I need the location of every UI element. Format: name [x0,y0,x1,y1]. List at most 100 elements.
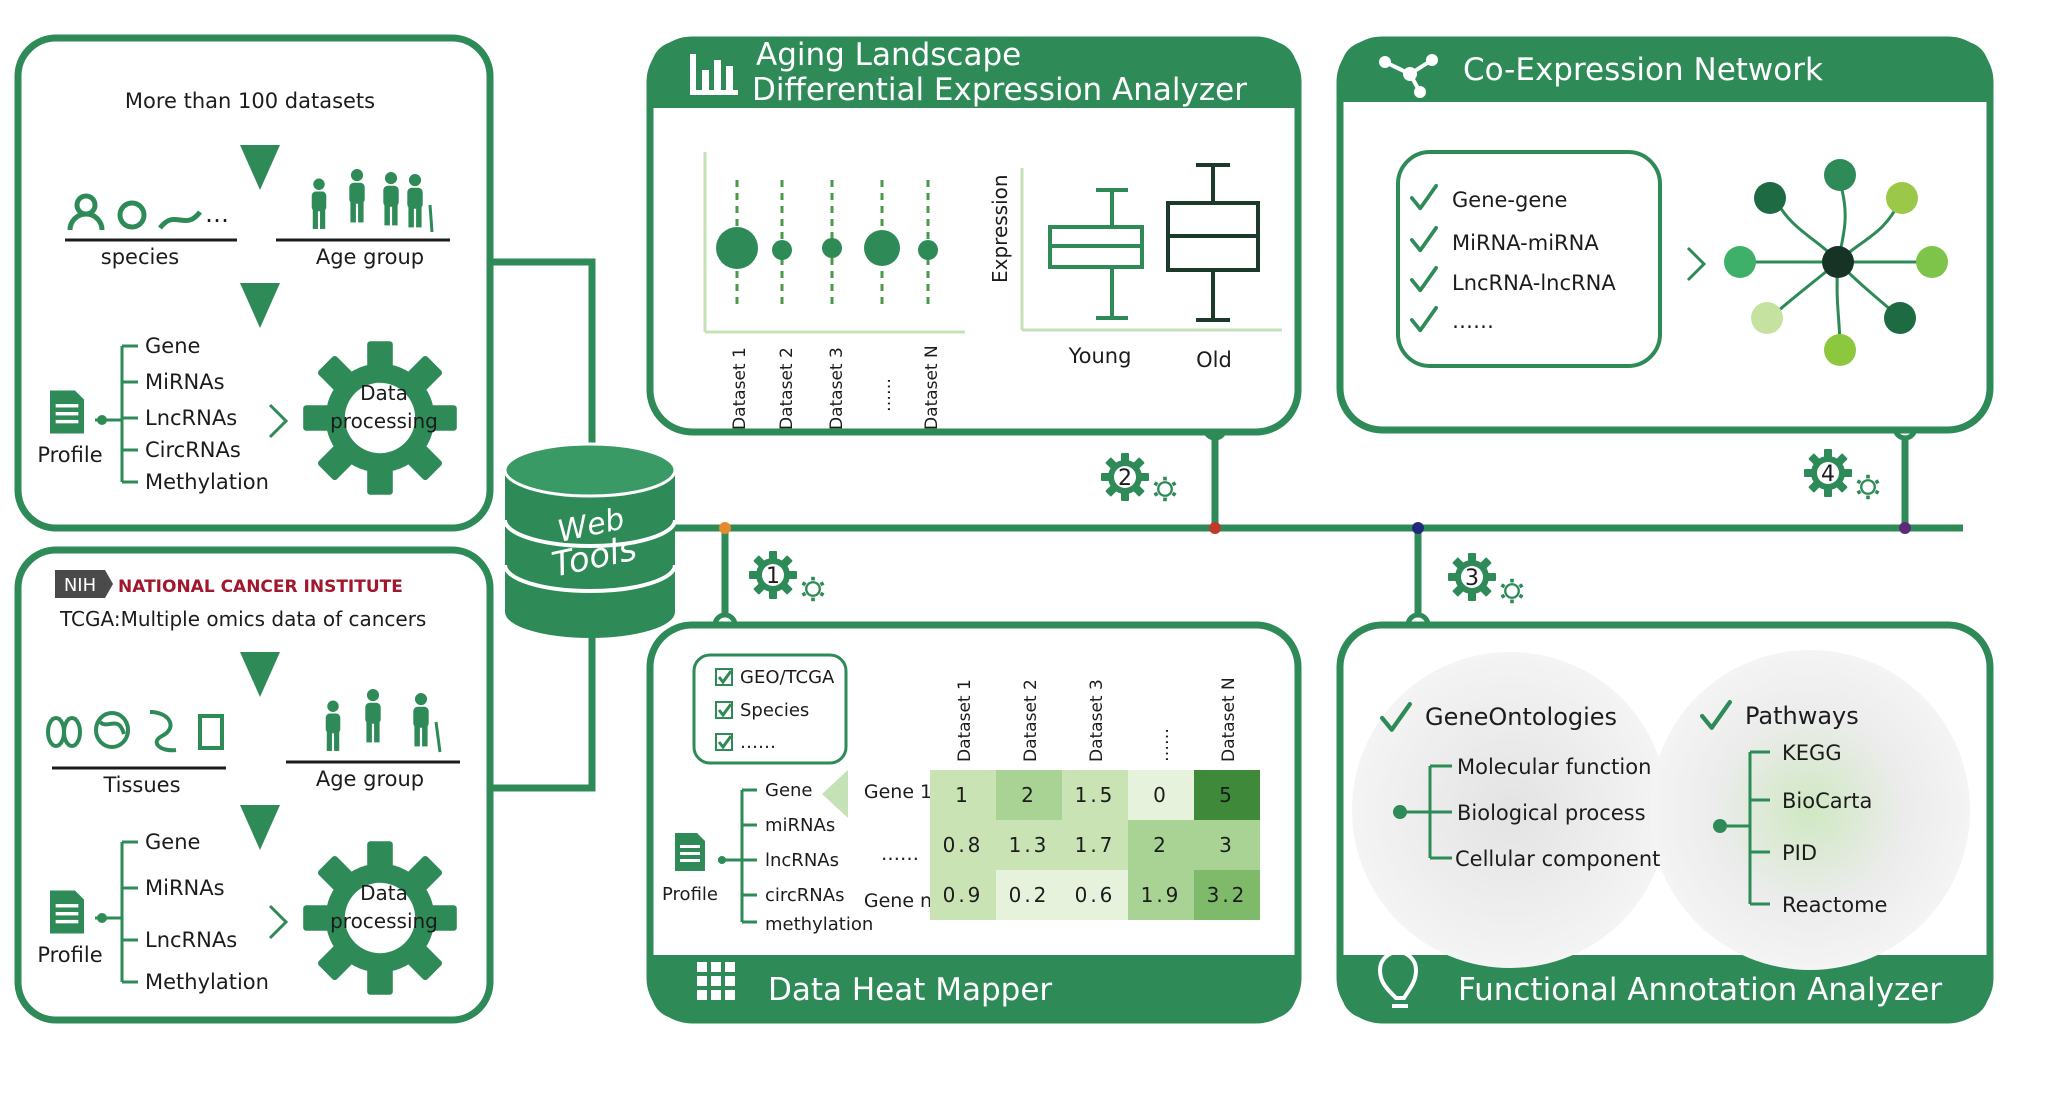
heatmap-column-label: Dataset 1 [955,679,975,762]
heatmap-cell-value: 0.2 [1009,883,1050,907]
svg-text:2: 2 [1118,466,1132,491]
go-blob [1352,652,1668,968]
box-plot: Expression Young Old [988,163,1282,372]
heatmap-column-label: …… [1153,728,1173,762]
go-title: GeneOntologies [1425,703,1617,731]
heatmap-cell [1128,820,1194,870]
coexp-title: Co-Expression Network [1463,52,1823,88]
svg-text:LncRNAs: LncRNAs [145,406,237,430]
func-title: Functional Annotation Analyzer [1458,972,1942,1008]
chevron-right-icon [1686,246,1707,282]
heatmap-cell [930,820,996,870]
nih-logo [55,570,105,598]
svg-text:processing: processing [330,409,438,433]
svg-text:methylation: methylation [765,914,873,935]
heatmap-cell [1062,870,1128,920]
species-icons [67,193,202,231]
heatmap-cell-value: 0.8 [943,833,984,857]
heatmap-cell-value: 1.7 [1075,833,1116,857]
age-group-icons [311,169,434,233]
age-group-label: Age group [316,767,424,791]
svg-text:Species: Species [740,700,809,721]
connector-lines [490,258,1963,792]
profile-label: Profile [37,443,102,467]
profile-doc-icon [675,833,705,871]
heatmap-cell-value: 1.9 [1141,883,1182,907]
down-arrow-icon [240,283,280,328]
step-badge-1: 1 [749,551,826,602]
grid-icon [697,962,735,1000]
chevron-right-icon [268,403,289,439]
svg-text:…: … [205,200,229,228]
svg-text:Dataset 1: Dataset 1 [730,347,750,430]
step-badge-4: 4 [1804,449,1881,500]
heatmap-cell-value: 1 [955,783,971,807]
svg-text:4: 4 [1821,462,1835,487]
tcga-label: TCGA:Multiple omics data of cancers [59,607,426,631]
heatmap-cell-value: 2 [1021,783,1037,807]
pathways-title: Pathways [1745,702,1859,730]
svg-text:MiRNAs: MiRNAs [145,876,225,900]
svg-text:Gene-gene: Gene-gene [1452,188,1567,212]
svg-text:GEO/TCGA: GEO/TCGA [740,667,835,688]
panel-functional-annotation[interactable]: Functional Annotation Analyzer GeneOntol… [1336,621,1994,1024]
svg-text:MiRNA-miRNA: MiRNA-miRNA [1452,231,1599,255]
step-badge-2: 2 [1101,453,1178,502]
dot-plot: Dataset 1 Dataset 2 Dataset 3 …… Dataset… [703,152,965,430]
tissues-label: Tissues [102,773,180,797]
heatmap-cell [996,770,1062,820]
heatmap-cell [1128,870,1194,920]
svg-text:Biological process: Biological process [1457,801,1646,825]
heatmap-column-label: Dataset 2 [1021,679,1041,762]
heatmap-cell-value: 0 [1153,783,1169,807]
svg-text:Methylation: Methylation [145,470,269,494]
panel-tcga: NIH NATIONAL CANCER INSTITUTE TCGA:Multi… [14,546,494,1024]
heatmap-cell-value: 0.9 [943,883,984,907]
svg-text:……: …… [1452,309,1494,333]
filter-checkboxes: GEO/TCGA Species …… [715,667,835,753]
heatmap-cell [1128,770,1194,820]
svg-text:Gene: Gene [765,780,813,801]
svg-text:Gene 1: Gene 1 [864,781,932,803]
age-group-icons [325,689,442,753]
heatmap-cell-value: 1.5 [1075,783,1116,807]
heatmap-cell [1062,770,1128,820]
heatmap-cell-value: 1.3 [1009,833,1050,857]
species-label: species [101,245,179,269]
chevron-right-icon [268,904,289,940]
svg-text:MiRNAs: MiRNAs [145,370,225,394]
heatmap-column-label: Dataset 3 [1087,679,1107,762]
heatmap-cell [1062,820,1128,870]
heatmap-cell-value: 5 [1219,783,1235,807]
svg-text:Gene: Gene [145,830,200,854]
heatmap-cell [996,870,1062,920]
pathway-blob [1650,650,1970,970]
omics-bracket [718,788,757,924]
panel-aging-datasets: More than 100 datasets … species Age gro… [14,34,494,532]
down-arrow-icon [240,805,280,850]
network-graph [1724,159,1948,366]
svg-text:processing: processing [330,909,438,933]
aging-title-line2: Differential Expression Analyzer [752,72,1247,108]
svg-text:Molecular function: Molecular function [1457,755,1651,779]
svg-text:miRNAs: miRNAs [765,815,835,836]
down-arrow-icon [240,145,280,190]
age-group-label: Age group [316,245,424,269]
heatmap-cell [996,820,1062,870]
lightbulb-icon [1377,950,1419,1008]
profile-label: Profile [37,943,102,967]
svg-text:……: …… [881,843,919,865]
heatmap-cell [930,770,996,820]
panel-heat-mapper[interactable]: Data Heat Mapper GEO/TCGA Species …… Pro… [646,621,1302,1024]
pointer-triangle [822,770,848,818]
svg-text:Gene: Gene [145,334,200,358]
panel-aging-landscape[interactable]: Aging Landscape Differential Expression … [646,36,1302,436]
heatmap-cell-value: 2 [1153,833,1169,857]
svg-text:Data: Data [360,381,408,405]
web-tools-database[interactable]: Web Tools [503,442,677,638]
svg-text:Cellular component: Cellular component [1455,847,1660,871]
svg-text:Expression: Expression [988,174,1012,283]
panel-co-expression[interactable]: Co-Expression Network Gene-gene MiRNA-mi… [1336,36,1994,434]
